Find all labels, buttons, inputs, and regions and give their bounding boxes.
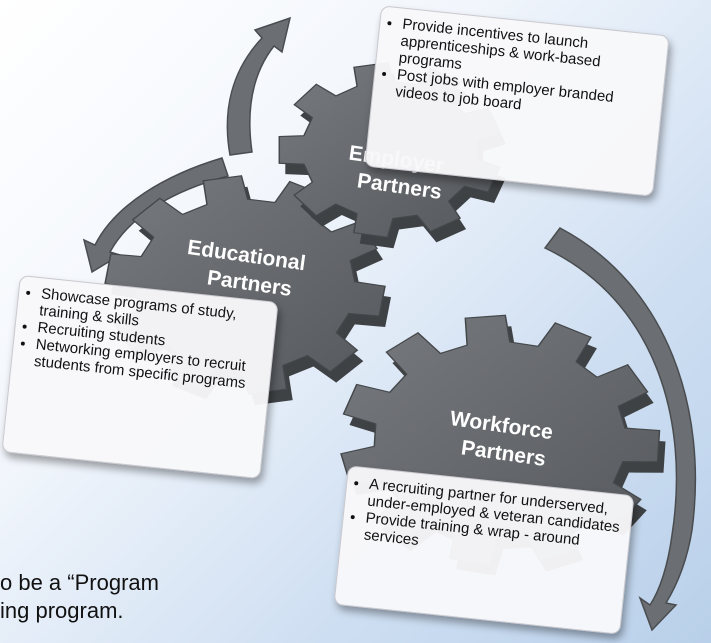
footer-text-line2: ing program. xyxy=(0,598,124,623)
curved-arrow-top xyxy=(226,16,292,156)
employer-callout-box: Provide incentives to launch apprentices… xyxy=(364,5,670,197)
curved-arrow-left xyxy=(82,157,229,274)
curved-arrow-right xyxy=(543,227,697,632)
footer-text-line1: o be a “Program xyxy=(0,570,159,595)
workforce-callout-box: A recruiting partner for underserved, un… xyxy=(333,465,635,635)
educational-callout-box: Showcase programs of study, training & s… xyxy=(1,274,279,480)
